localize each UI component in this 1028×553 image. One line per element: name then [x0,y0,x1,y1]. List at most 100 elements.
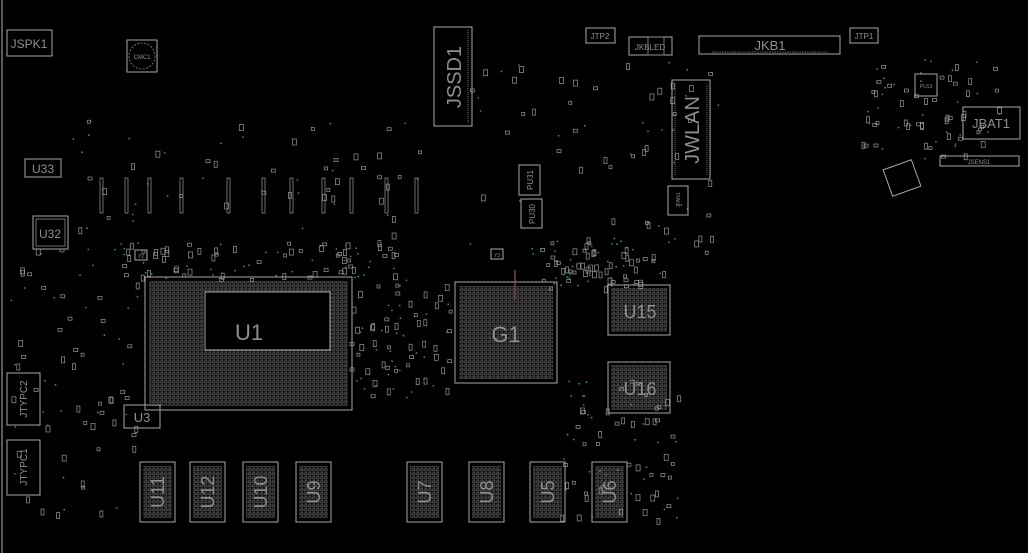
connector-jtypc1[interactable]: JTYPC1 [6,439,41,496]
via [686,68,689,71]
connector-jkbled[interactable]: JKBLED [628,36,673,56]
via [359,331,362,334]
chip-u33[interactable]: U33 [24,158,62,178]
passive-pad [342,267,348,275]
passive-pad [980,140,986,148]
memory-chip-u12[interactable]: U12 [189,461,226,523]
passive-pad [621,252,627,259]
connector-jspk1[interactable]: JSPK1 [6,29,53,57]
via [876,68,878,70]
via [924,59,927,61]
via [398,369,401,372]
via [42,410,45,413]
connector-jtypc2[interactable]: JTYPC2 [6,372,41,426]
passive-pad [377,240,382,247]
via [570,395,573,398]
via [924,157,926,160]
passive-pad [141,249,146,254]
component-pu30[interactable]: PU30 [520,198,543,229]
memory-chip-u5[interactable]: U5 [529,461,566,523]
via [717,104,720,107]
passive-pad [27,272,32,277]
passive-pad [708,180,713,187]
passive-pad [483,69,489,77]
passive-pad [635,464,641,472]
via [920,80,922,82]
tilted-connector[interactable] [882,159,922,197]
jtypc2-label: JTYPC2 [19,380,30,418]
chip-g1-gpu[interactable]: G1 [454,270,558,384]
connector-jbat1[interactable]: JBAT1 [962,106,1021,140]
via [500,70,503,73]
via [590,416,593,419]
chip-u32[interactable]: U32 [32,215,69,250]
memory-chip-u6[interactable]: U6 [591,461,628,523]
chip-u16[interactable]: U16 [607,361,671,414]
passive-pad [370,324,376,332]
via [23,287,26,289]
passive-pad [958,136,963,141]
passive-pad [131,163,135,170]
via [363,274,365,277]
passive-pad [688,85,694,92]
chip-u15[interactable]: U15 [607,284,671,336]
passive-pad [338,270,344,275]
via [391,360,393,363]
via [622,264,625,267]
crystal-y2[interactable]: Y2 [134,249,148,261]
connector-jtp2[interactable]: JTP2 [585,27,616,44]
via [920,72,922,74]
chip-u1-cpu[interactable]: U1 [144,276,353,411]
connector-jkb1[interactable]: JKB1 [698,35,841,55]
passive-pad [391,252,396,260]
connector-jtp1[interactable]: JTP1 [849,27,879,44]
passive-pad [626,63,630,70]
via [96,411,99,414]
passive-pad [220,272,225,280]
connector-jssd1[interactable]: JSSD1 [433,26,473,127]
jtypc1-label: JTYPC1 [19,448,30,486]
via [355,380,358,382]
passive-pad [40,508,45,516]
connector-jfan1[interactable]: JFAN1 [667,185,689,216]
component-pu13[interactable]: PU13 [914,73,938,97]
connector-jsens1[interactable]: JSENS1 [939,155,1020,167]
via [398,304,401,307]
passive-pad [307,275,313,280]
passive-pad [127,344,133,349]
memory-chip-u7[interactable]: U7 [406,461,443,523]
memory-chip-u9[interactable]: U9 [295,461,332,523]
via [54,383,57,386]
memory-chip-u8[interactable]: U8 [468,461,505,523]
passive-pad [582,442,587,447]
connector-jwlan[interactable]: JWLAN [671,79,711,180]
crystal-y3[interactable]: Y3 [490,248,504,260]
passive-pad [644,418,650,426]
via [674,238,676,240]
via [87,248,90,251]
passive-pad [408,343,413,351]
passive-pad [371,323,376,330]
passive-pad [20,267,25,275]
passive-pad [45,425,51,433]
component-pu31[interactable]: PU31 [518,164,541,196]
passive-pad [83,421,88,425]
via [571,265,574,268]
passive-pad [866,116,870,124]
jspk1-label: JSPK1 [11,37,48,51]
via [432,385,435,387]
chip-u3[interactable]: U3 [123,404,161,429]
passive-pad [384,366,390,370]
component-cmc1[interactable]: CMC1 [126,39,158,73]
passive-pad [604,268,609,276]
via [128,137,131,140]
passive-pad [550,255,556,260]
passive-pad [72,363,76,371]
via [867,110,870,113]
passive-pad [575,425,581,429]
memory-chip-u11[interactable]: U11 [139,461,176,523]
passive-pad [555,261,561,265]
passive-pad [21,355,26,359]
memory-chip-u10[interactable]: U10 [242,461,279,523]
